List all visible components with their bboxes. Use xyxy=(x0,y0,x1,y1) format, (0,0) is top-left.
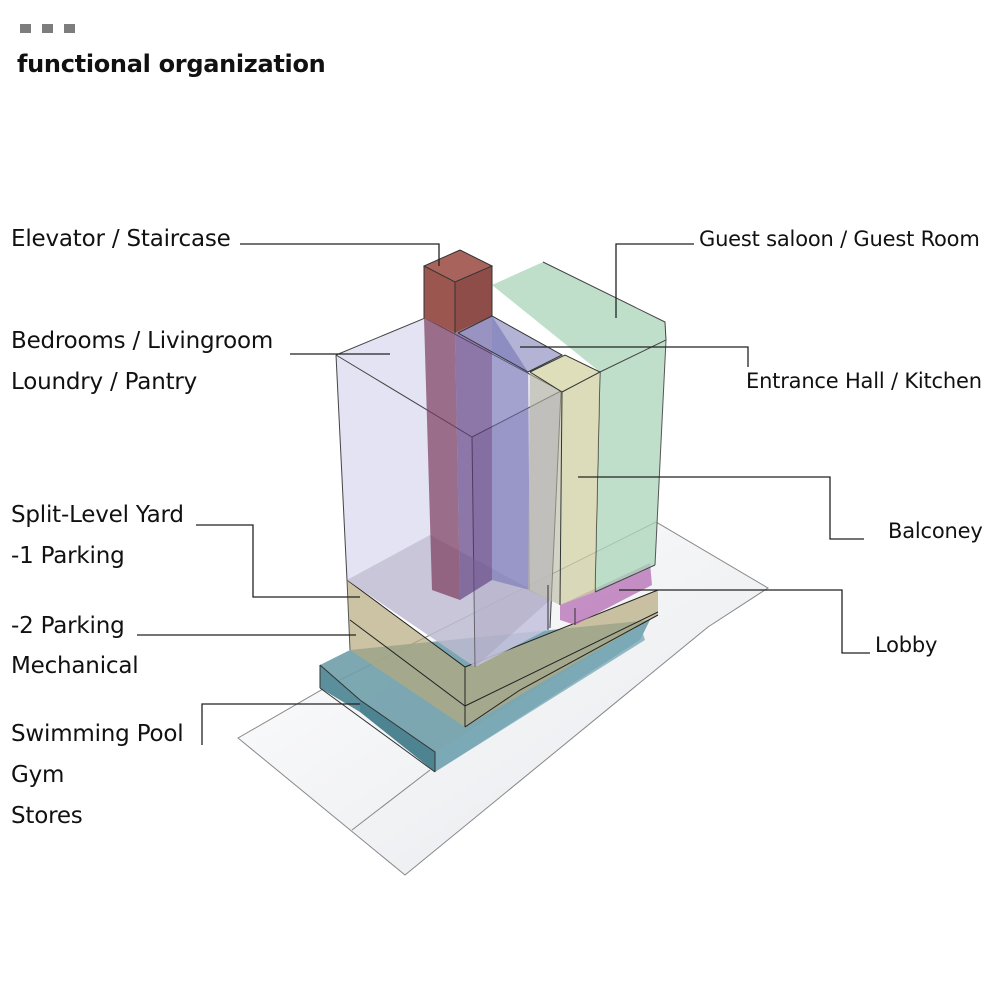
elevator-block xyxy=(422,249,494,600)
header-dots xyxy=(20,24,75,33)
label-lobby: Lobby xyxy=(875,633,938,657)
balcony-block xyxy=(528,354,602,630)
label-stores: Stores xyxy=(11,803,83,829)
label-balcony: Balconey xyxy=(888,519,983,543)
leader-lobby xyxy=(619,589,870,654)
leader-elevator xyxy=(240,243,440,266)
dot-icon xyxy=(42,24,53,33)
dot-icon xyxy=(64,24,75,33)
entrance-block xyxy=(457,315,564,590)
label-pool: Swimming Pool xyxy=(11,721,184,747)
page-title: functional organization xyxy=(17,50,326,78)
leader-entrance xyxy=(520,346,749,367)
leader-guest xyxy=(615,243,694,318)
label-guest: Guest saloon / Guest Room xyxy=(699,227,980,251)
parking-block xyxy=(346,579,659,728)
leader-yard xyxy=(196,524,360,598)
leader-balcony xyxy=(578,476,864,540)
dot-icon xyxy=(20,24,31,33)
label-mechanical: Mechanical xyxy=(11,653,139,679)
label-entrance: Entrance Hall / Kitchen xyxy=(746,369,982,393)
lobby-block xyxy=(560,563,652,625)
label-parking1: -1 Parking xyxy=(11,543,125,569)
leader-lines xyxy=(137,243,870,745)
label-gym: Gym xyxy=(11,762,65,788)
label-parking2: -2 Parking xyxy=(11,613,125,639)
label-elevator: Elevator / Staircase xyxy=(11,226,231,252)
site-divider-line xyxy=(351,769,431,831)
leader-pool xyxy=(201,703,360,745)
label-yard: Split-Level Yard xyxy=(11,502,184,528)
label-bedrooms: Bedrooms / Livingroom xyxy=(11,328,274,354)
label-laundry: Loundry / Pantry xyxy=(11,369,198,395)
